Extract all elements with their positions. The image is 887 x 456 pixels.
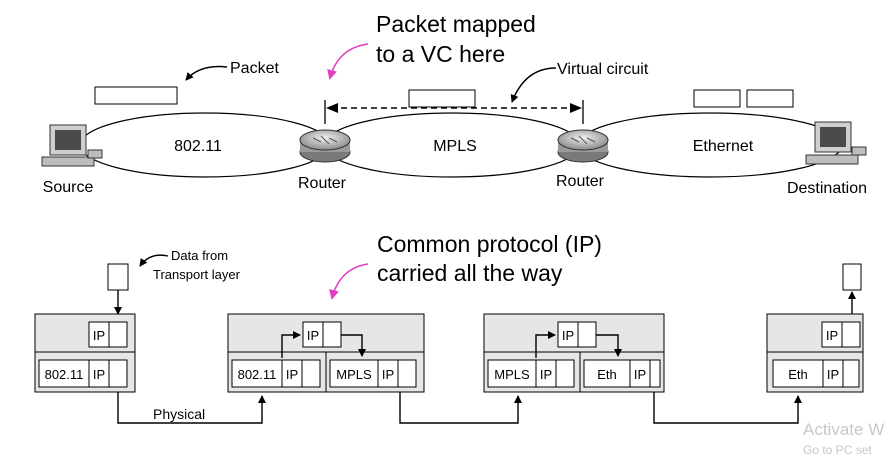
vc-pointer-arrow <box>510 67 557 103</box>
dest-upper-ip: IP <box>826 328 838 343</box>
physical-label: Physical <box>153 406 205 422</box>
destination-computer-icon <box>805 121 867 165</box>
physical-link-1 <box>117 392 266 424</box>
physical-link-3 <box>653 392 802 424</box>
vc-arrowhead-right <box>570 103 582 113</box>
source-lower-link: 802.11 <box>45 367 84 382</box>
source-lower-ip: IP <box>93 367 105 382</box>
router1-protocol-stack <box>227 313 425 393</box>
router2-lower-left-link: MPLS <box>494 367 530 382</box>
router2-protocol-stack <box>483 313 665 393</box>
annotation-common-line2: carried all the way <box>377 260 563 286</box>
data-from-line1: Data from <box>171 248 228 263</box>
router1-lower-right-ip: IP <box>382 367 394 382</box>
dest-data-box <box>842 263 862 291</box>
router1-lower-right-link: MPLS <box>336 367 372 382</box>
data-from-pointer <box>139 254 169 267</box>
watermark-line1: Activate W <box>803 420 884 439</box>
packet-label: Packet <box>230 60 279 77</box>
network-label-mpls: MPLS <box>433 138 477 155</box>
network-label-80211: 802.11 <box>174 138 222 155</box>
node-label-router1: Router <box>298 175 347 192</box>
router1-lower-left-ip: IP <box>286 367 298 382</box>
packet-ethernet-2 <box>746 89 794 108</box>
data-from-line2: Transport layer <box>153 267 241 282</box>
network-label-ethernet: Ethernet <box>693 138 754 155</box>
annotation-mapped-line2: to a VC here <box>376 41 505 67</box>
router2-icon <box>557 129 609 163</box>
packet-mpls <box>408 89 476 108</box>
watermark-line2: Go to PC set <box>803 443 872 456</box>
vc-arrowhead-left <box>326 103 338 113</box>
node-label-router2: Router <box>556 173 605 190</box>
annotation-mapped-line1: Packet mapped <box>376 11 536 37</box>
router1-icon <box>299 129 351 163</box>
source-protocol-stack <box>34 313 136 393</box>
packet-ethernet-1 <box>693 89 741 108</box>
node-label-destination: Destination <box>787 180 867 197</box>
node-label-source: Source <box>43 179 94 196</box>
router2-lower-right-link: Eth <box>597 367 617 382</box>
annotation-common-line1: Common protocol (IP) <box>377 231 602 257</box>
source-computer-icon <box>41 124 103 167</box>
router1-upper-ip: IP <box>307 328 319 343</box>
dest-lower-link: Eth <box>788 367 808 382</box>
destination-protocol-stack <box>766 313 864 393</box>
physical-link-2 <box>399 392 522 424</box>
router1-lower-left-link: 802.11 <box>238 367 277 382</box>
packet-80211 <box>94 86 178 105</box>
router2-upper-ip: IP <box>562 328 574 343</box>
router2-lower-right-ip: IP <box>634 367 646 382</box>
annotation-common-arrow <box>329 263 369 300</box>
router2-lower-left-ip: IP <box>540 367 552 382</box>
packet-pointer-arrow <box>185 65 228 81</box>
source-data-box <box>107 263 129 291</box>
annotation-mapped-arrow <box>327 43 369 80</box>
virtual-circuit-label: Virtual circuit <box>557 61 649 78</box>
dest-lower-ip: IP <box>827 367 839 382</box>
source-upper-ip: IP <box>93 328 105 343</box>
